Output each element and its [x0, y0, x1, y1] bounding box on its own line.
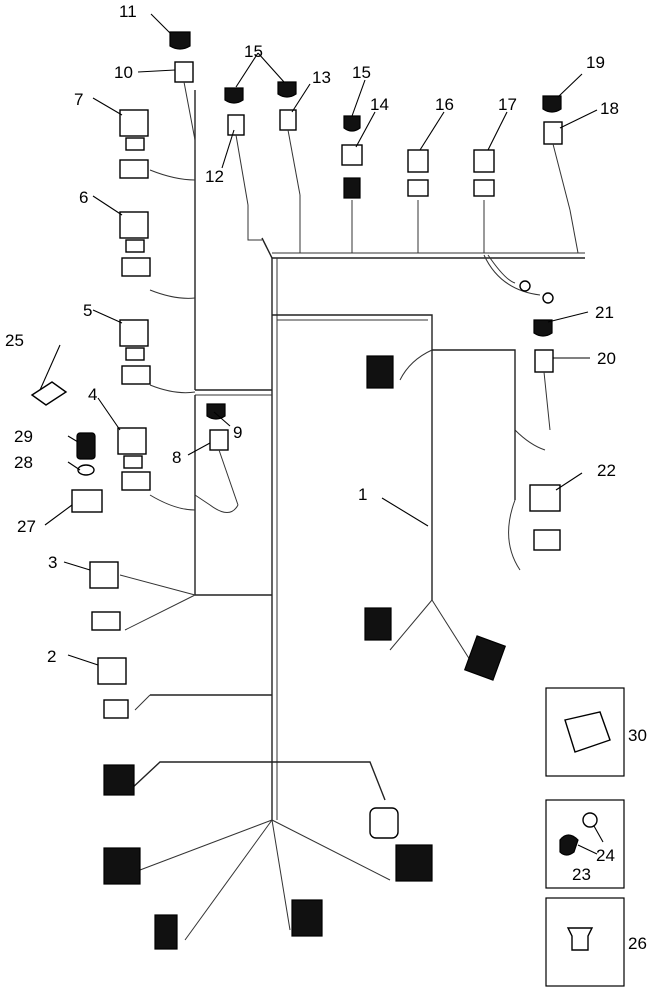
callout-21: 21 [595, 303, 614, 322]
nut-24 [582, 812, 598, 828]
knob-cap-9 [206, 403, 226, 420]
connector-center-left [364, 607, 392, 641]
rotary-switch-12 [227, 114, 245, 136]
callout-27: 27 [17, 517, 36, 536]
callout-6: 6 [79, 188, 88, 207]
callout-20: 20 [597, 349, 616, 368]
connector-lower-left-upper [103, 764, 135, 796]
toggle-switch-16 [407, 149, 429, 173]
alarm-buzzer-30 [564, 711, 611, 753]
connector-bottom-center [291, 899, 323, 937]
rotary-switch-20 [534, 349, 554, 373]
connector-lower-left [103, 847, 141, 885]
connector-4 [121, 471, 151, 491]
callout-30: 30 [628, 726, 647, 745]
callout-7: 7 [74, 90, 83, 109]
callout-8: 8 [172, 448, 181, 467]
rocker-switch-4 [117, 427, 147, 455]
blank-plate-25 [30, 381, 68, 406]
knob-cap-19 [542, 95, 562, 113]
harness-wiring [119, 90, 585, 941]
callout-labels: 11 10 15 13 15 14 16 17 19 18 7 12 6 5 2… [5, 2, 647, 953]
clamp-23 [559, 834, 579, 856]
knob-cap-15-right [343, 115, 361, 132]
leader-lines [39, 13, 604, 855]
callout-13: 13 [312, 68, 331, 87]
rotary-switch-18 [543, 121, 563, 145]
connector-lower-right [395, 844, 433, 882]
knob-cap-21 [533, 319, 553, 337]
connector-6 [121, 257, 151, 277]
callout-19: 19 [586, 53, 605, 72]
connector-22 [533, 529, 561, 551]
detail-panels [545, 687, 625, 987]
callout-16: 16 [435, 95, 454, 114]
knob-cap-15-left [224, 87, 244, 104]
rotary-switch-10 [174, 61, 194, 83]
nut-28 [77, 464, 95, 476]
rotary-switch-14 [341, 144, 363, 166]
ring-terminal-b [542, 292, 554, 304]
knob-cap-15-mid [277, 81, 297, 98]
connector-bottom-left [154, 914, 178, 950]
callout-22: 22 [597, 461, 616, 480]
callout-18: 18 [600, 99, 619, 118]
rotary-switch-8 [209, 429, 229, 451]
rocker-switch-7 [119, 109, 149, 137]
callout-10: 10 [114, 63, 133, 82]
callout-29: 29 [14, 427, 33, 446]
toggle-switch-27 [71, 489, 103, 513]
callout-28: 28 [14, 453, 33, 472]
knob-29 [76, 432, 96, 460]
ring-terminal-a [519, 280, 531, 292]
callout-24: 24 [596, 846, 615, 865]
knob-cap-11 [169, 31, 191, 50]
toggle-switch-17 [473, 149, 495, 173]
rocker-switch-6 [119, 211, 149, 239]
callout-2: 2 [47, 647, 56, 666]
connector-2 [103, 699, 129, 719]
connector-7 [119, 159, 149, 179]
callout-12: 12 [205, 167, 224, 186]
connector-center-right [463, 635, 507, 681]
callout-9: 9 [233, 423, 242, 442]
rocker-switch-2 [97, 657, 127, 685]
callout-3: 3 [48, 553, 57, 572]
callout-15-right: 15 [352, 63, 371, 82]
callout-25: 25 [5, 331, 24, 350]
callout-17: 17 [498, 95, 517, 114]
callout-11: 11 [119, 2, 137, 21]
grommet-26 [566, 927, 594, 951]
parts [30, 31, 571, 950]
callout-14: 14 [370, 95, 389, 114]
callout-1: 1 [358, 485, 367, 504]
round-connector [369, 807, 399, 839]
rocker-switch-22 [529, 484, 561, 512]
callout-26: 26 [628, 934, 647, 953]
connector-3 [91, 611, 121, 631]
callout-5: 5 [83, 301, 92, 320]
rocker-switch-5 [119, 319, 149, 347]
connector-5 [121, 365, 151, 385]
callout-23: 23 [572, 865, 591, 884]
rocker-switch-3 [89, 561, 119, 589]
connector-center-upper [366, 355, 394, 389]
callout-15-top: 15 [244, 42, 263, 61]
callout-4: 4 [88, 385, 97, 404]
rotary-switch-13 [279, 109, 297, 131]
